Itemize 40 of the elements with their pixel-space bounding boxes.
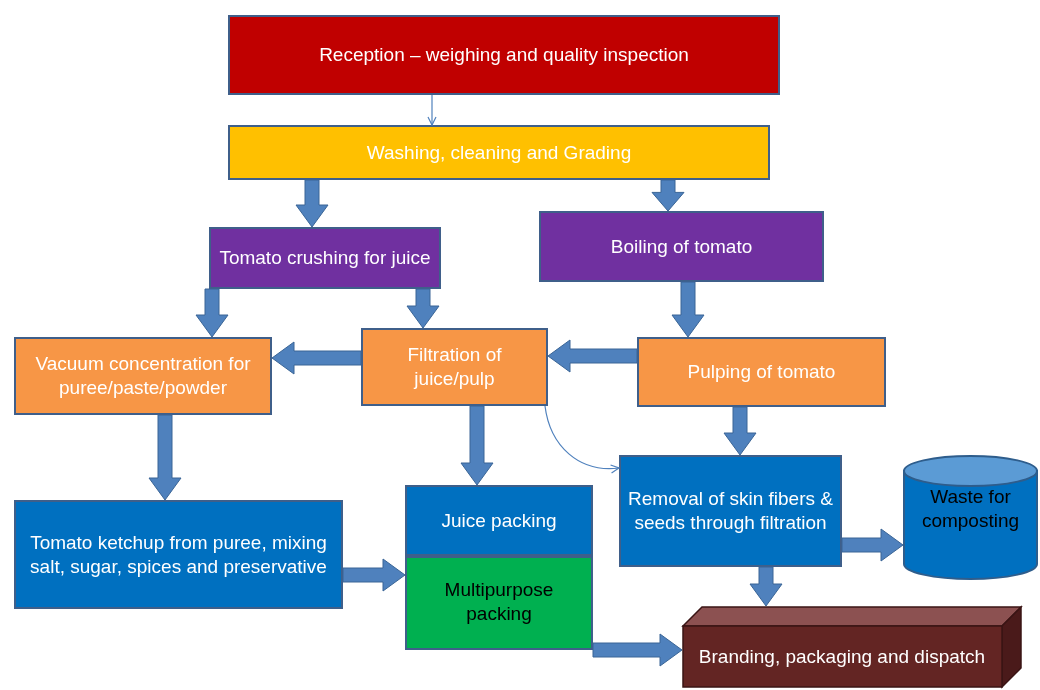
process-box (14, 337, 272, 415)
step-label: Waste for composting (920, 485, 1021, 533)
block-arrow (195, 288, 229, 338)
step-label: Filtration of juice/pulp (406, 343, 503, 391)
block-arrow (342, 558, 406, 592)
process-box (405, 556, 593, 650)
process-box (637, 337, 886, 407)
block-arrow (592, 633, 683, 667)
arrow (427, 94, 437, 126)
block-arrow (723, 406, 757, 456)
process-box (228, 125, 770, 180)
block-arrow (841, 528, 904, 562)
block-arrow (148, 414, 182, 501)
process-box (209, 227, 441, 289)
step-label: Tomato ketchup from puree, mixing salt, sugar, spices and preservative (29, 530, 328, 579)
block-arrow (295, 179, 329, 228)
step-label: Removal of skin fibers & seeds through filtration (627, 487, 834, 535)
process-box (619, 455, 842, 567)
step-label: Tomato crushing for juice (219, 246, 431, 270)
step-label: Pulping of tomato (687, 360, 836, 384)
block-arrow (651, 179, 685, 212)
process-box (361, 328, 548, 406)
process-box (228, 15, 780, 95)
block-arrow (749, 566, 783, 607)
arrow (544, 405, 620, 474)
step-label: Multipurpose packing (443, 578, 555, 626)
block-arrow (406, 288, 440, 329)
step-label: Vacuum concentration for puree/paste/powder (34, 352, 252, 400)
process-box (539, 211, 824, 282)
step-label: Branding, packaging and dispatch (698, 645, 986, 669)
block-arrow (547, 339, 638, 373)
block-arrow (271, 341, 362, 375)
block-arrow (460, 405, 494, 486)
process-box (14, 500, 343, 609)
step-label: Boiling of tomato (610, 234, 753, 259)
step-label: Washing, cleaning and Grading (366, 140, 632, 165)
block-arrow (671, 281, 705, 338)
step-label: Juice packing (441, 508, 557, 533)
step-label: Reception – weighing and quality inspection (319, 43, 689, 67)
process-box (405, 485, 593, 556)
